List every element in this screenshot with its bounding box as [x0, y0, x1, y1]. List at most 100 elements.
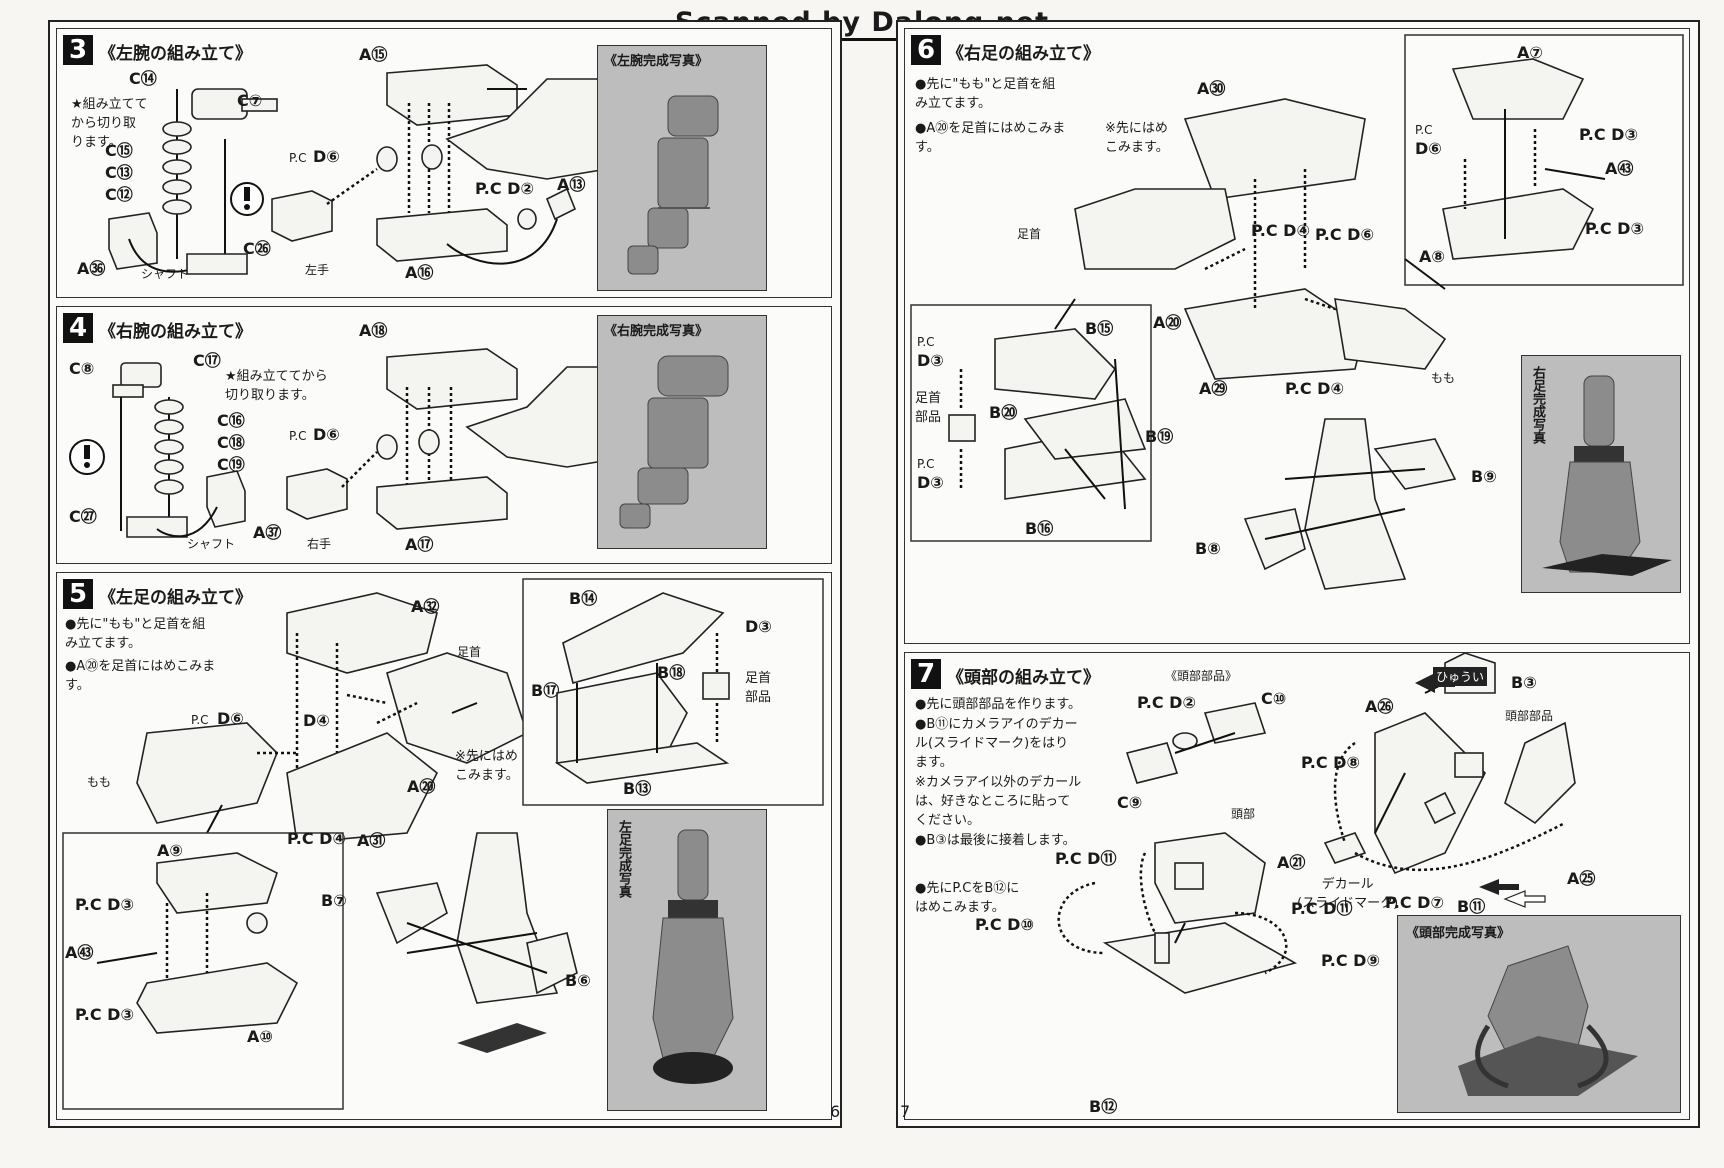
label-pcd9: P.C D⑨	[1321, 951, 1381, 970]
label-a43: A㊸	[65, 943, 94, 962]
label-a32: A㉜	[411, 597, 440, 616]
page-number-6: 6	[830, 1102, 841, 1121]
step-5-panel: 5 《左足の組み立て》 ●先に"もも"と足首を組 み立てます。 ●A⑳を足首には…	[56, 572, 832, 1120]
step-7-note-1: ●先に頭部部品を作ります。	[915, 697, 1082, 712]
label-pcd8: P.C D⑧	[1301, 753, 1361, 772]
step-3-number: 3	[63, 35, 93, 65]
label-a16: A⑯	[405, 263, 434, 282]
label-a26: A㉖	[1365, 697, 1394, 716]
label-ankle-6: 足首	[1017, 227, 1042, 241]
label-b8: B⑧	[1195, 539, 1221, 558]
label-insert-first-5: ※先にはめ こみます。	[455, 749, 519, 783]
step-5-note-2: ●A⑳を足首にはめこみま す。	[65, 659, 216, 693]
label-right-hand: 右手	[307, 537, 332, 551]
label-a15: A⑮	[359, 45, 388, 64]
right-page: 6 《右足の組み立て》 ●先に"もも"と足首を組 み立てます。 ●A⑳を足首には…	[896, 20, 1700, 1128]
step-5-note-1: ●先に"もも"と足首を組 み立てます。	[65, 617, 206, 651]
label-a25: A㉕	[1567, 869, 1596, 888]
label-pcd3-6a: P.C D③	[1579, 125, 1639, 144]
label-a43-6: A㊸	[1605, 159, 1634, 178]
label-ankle-parts-6: 足首 部品	[915, 391, 942, 425]
label-pcd4-6b: P.C D④	[1285, 379, 1345, 398]
left-leg-photo: 左足完成写真	[607, 809, 767, 1111]
label-b14: B⑭	[569, 589, 598, 608]
label-a18: A⑱	[359, 321, 388, 340]
label-pcd6-6: P.C D⑥	[1315, 225, 1375, 244]
label-shaft-4: シャフト	[187, 537, 236, 551]
label-c26: C㉖	[243, 239, 271, 258]
step-3-diagram	[108, 64, 628, 275]
step-3-title: 《左腕の組み立て》	[99, 44, 252, 64]
right-arm-photo-image	[619, 355, 729, 529]
label-pcd3-5b: P.C D③	[75, 1005, 135, 1024]
step-7-title: 《頭部の組み立て》	[947, 668, 1100, 688]
step-7-diagram	[1057, 653, 1576, 994]
label-d6-5: D⑥	[217, 709, 244, 728]
label-a29: A㉙	[1199, 379, 1228, 398]
label-d6-6: D⑥	[1415, 139, 1442, 158]
head-photo: 《頭部完成写真》	[1397, 915, 1681, 1113]
head-photo-image	[1458, 945, 1638, 1096]
label-insert-first-6: ※先にはめ こみます。	[1105, 121, 1169, 155]
label-a31: A㉛	[357, 831, 386, 850]
label-b16: B⑯	[1025, 519, 1054, 538]
step-5-diagram	[62, 578, 824, 1110]
label-a20-5: A⑳	[407, 777, 436, 796]
label-b19: B⑲	[1145, 427, 1174, 446]
label-d6-4: D⑥	[313, 425, 340, 444]
label-c7: C⑦	[237, 91, 263, 110]
label-b13: B⑬	[623, 779, 652, 798]
label-pcd11-b: P.C D⑪	[1291, 899, 1353, 918]
step-6-title: 《右足の組み立て》	[947, 44, 1100, 64]
label-thigh-5: もも	[87, 775, 112, 789]
label-c10: C⑩	[1261, 689, 1287, 708]
label-a8: A⑧	[1419, 247, 1445, 266]
label-b18: B⑱	[657, 663, 686, 682]
label-b6: B⑥	[565, 971, 591, 990]
step-7-note-2: ●B⑪にカメラアイのデカー ル(スライドマーク)をはり ます。	[915, 717, 1078, 770]
label-pcd2: P.C D②	[475, 179, 535, 198]
label-a21: A㉑	[1277, 853, 1306, 872]
label-head-parts: 頭部部品	[1505, 709, 1554, 723]
left-page: 3 《左腕の組み立て》 ★組み立てて から切り取 ります。	[48, 20, 842, 1128]
label-pc-5: P.C	[191, 713, 209, 727]
label-pcd4-5: P.C D④	[287, 829, 347, 848]
label-a13: A⑬	[557, 175, 586, 194]
step-4-title: 《右腕の組み立て》	[99, 322, 252, 342]
label-b17: B⑰	[531, 681, 560, 700]
label-b9: B⑨	[1471, 467, 1497, 486]
right-leg-photo-image	[1542, 375, 1672, 576]
label-head: 頭部	[1231, 807, 1256, 821]
label-c16: C⑯	[217, 411, 245, 430]
label-a37: A㊲	[253, 523, 282, 542]
label-c19: C⑲	[217, 455, 245, 474]
step-4-panel: 4 《右腕の組み立て》 ★組み立ててから 切り取ります。	[56, 306, 832, 564]
label-pcd2-7: P.C D②	[1137, 693, 1197, 712]
label-c12: C⑫	[105, 185, 133, 204]
label-pcd7: P.C D⑦	[1385, 893, 1445, 912]
step-3-panel: 3 《左腕の組み立て》 ★組み立てて から切り取 ります。	[56, 28, 832, 298]
label-c27: C㉗	[69, 507, 97, 526]
label-c13: C⑬	[105, 163, 133, 182]
label-pc-4: P.C	[289, 429, 307, 443]
label-tag: ひゅうい	[1433, 667, 1488, 686]
label-d4-5: D④	[303, 711, 330, 730]
label-d3-6a: D③	[917, 351, 944, 370]
step-7-note-3: ※カメラアイ以外のデカール は、好きなところに貼って ください。	[915, 775, 1082, 828]
label-ankle-5: 足首	[457, 645, 482, 659]
step-4-number: 4	[63, 313, 93, 343]
label-a36: A㊱	[77, 259, 106, 278]
label-thigh-6: もも	[1431, 371, 1456, 385]
step-6-note-2: ●A⑳を足首にはめこみま す。	[915, 121, 1066, 155]
step-7-note-4: ●B③は最後に接着します。	[915, 833, 1076, 848]
label-pc-6c: P.C	[917, 457, 935, 471]
left-arm-photo: 《左腕完成写真》	[597, 45, 767, 291]
step-6-panel: 6 《右足の組み立て》 ●先に"もも"と足首を組 み立てます。 ●A⑳を足首には…	[904, 28, 1690, 644]
left-arm-photo-caption: 《左腕完成写真》	[604, 54, 709, 69]
label-d3-6b: D③	[917, 473, 944, 492]
label-b11: B⑪	[1457, 897, 1486, 916]
label-pcd11-a: P.C D⑪	[1055, 849, 1117, 868]
label-b12: B⑫	[1089, 1097, 1118, 1116]
step-6-number: 6	[911, 35, 941, 65]
label-d6: D⑥	[313, 147, 340, 166]
